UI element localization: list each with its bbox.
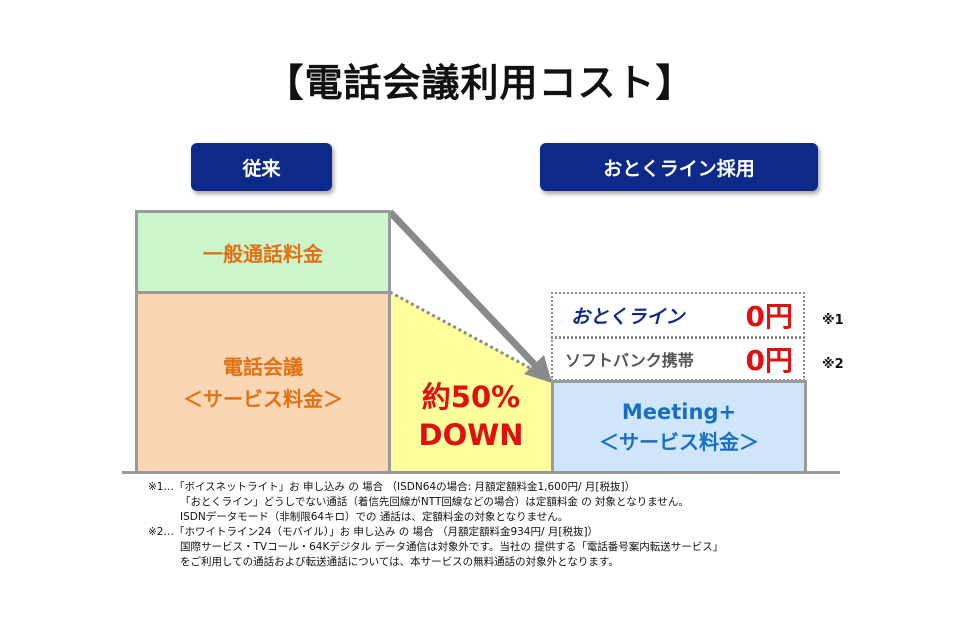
conference-service-fee-label: ＜サービス料金＞ [183, 386, 343, 411]
footnote-2-line-2: 国際サービス・TVコール・64Kデジタル データ通信は対象外です。当社の 提供す… [180, 541, 724, 553]
conference-label: 電話会議 [223, 354, 303, 379]
header-otoku-adoption: おとくライン採用 [540, 143, 818, 191]
softbank-price: 0円 [745, 344, 793, 377]
footnote-2-line-3: をご利用しての通話および転送通話については、本サービスの無料通話の対象外となりま… [180, 556, 619, 568]
meeting-plus-box: Meeting+ ＜サービス料金＞ [551, 380, 807, 474]
footnote-1-line-3: ISDNデータモード（非制限64キロ）での 通話は、定額料金の対象となりません。 [180, 511, 569, 523]
header-conventional: 従来 [191, 143, 332, 191]
savings-down: DOWN [418, 418, 524, 452]
softbank-note-marker: ※2 [822, 357, 844, 372]
otoku-line-label: おとくライン [571, 305, 685, 328]
general-call-fee-label: 一般通話料金 [203, 241, 323, 266]
savings-dotted-line [389, 290, 553, 382]
otoku-note-marker: ※1 [822, 313, 844, 328]
footnote-1-line-1: ※1…「ボイスネットライト」お 申し込み の 場合 （ISDN64の場合: 月額… [148, 481, 636, 493]
savings-area [390, 292, 552, 472]
meeting-plus-service-fee-label: ＜サービス料金＞ [599, 430, 759, 454]
savings-text: 約50% DOWN [392, 378, 550, 454]
general-call-fee-box: 一般通話料金 [135, 210, 391, 294]
softbank-label: ソフトバンク携帯 [565, 351, 694, 370]
otoku-line-row: おとくライン 0円 [551, 292, 805, 338]
conference-service-fee-box: 電話会議 ＜サービス料金＞ [135, 291, 391, 474]
otoku-line-price: 0円 [745, 300, 793, 333]
page-title: 【電話会議利用コスト】 [265, 61, 695, 105]
reduction-arrow-head [524, 355, 552, 383]
footnote-2-line-1: ※2…「ホワイトライン24（モバイル）」お 申し込み の 場合 （月額定額料金9… [148, 526, 599, 538]
softbank-row: ソフトバンク携帯 0円 [551, 337, 805, 381]
footnote-1-line-2: 「おとくライン」どうしでない通話（着信先回線がNTT回線などの場合）は定額料金 … [180, 496, 689, 508]
reduction-arrow-shaft [387, 209, 539, 369]
header-conventional-label: 従来 [242, 157, 281, 180]
meeting-plus-label: Meeting+ [621, 400, 737, 424]
savings-percent: 約50% [421, 380, 521, 414]
header-otoku-label: おとくライン採用 [603, 157, 755, 180]
baseline-divider [122, 471, 840, 474]
